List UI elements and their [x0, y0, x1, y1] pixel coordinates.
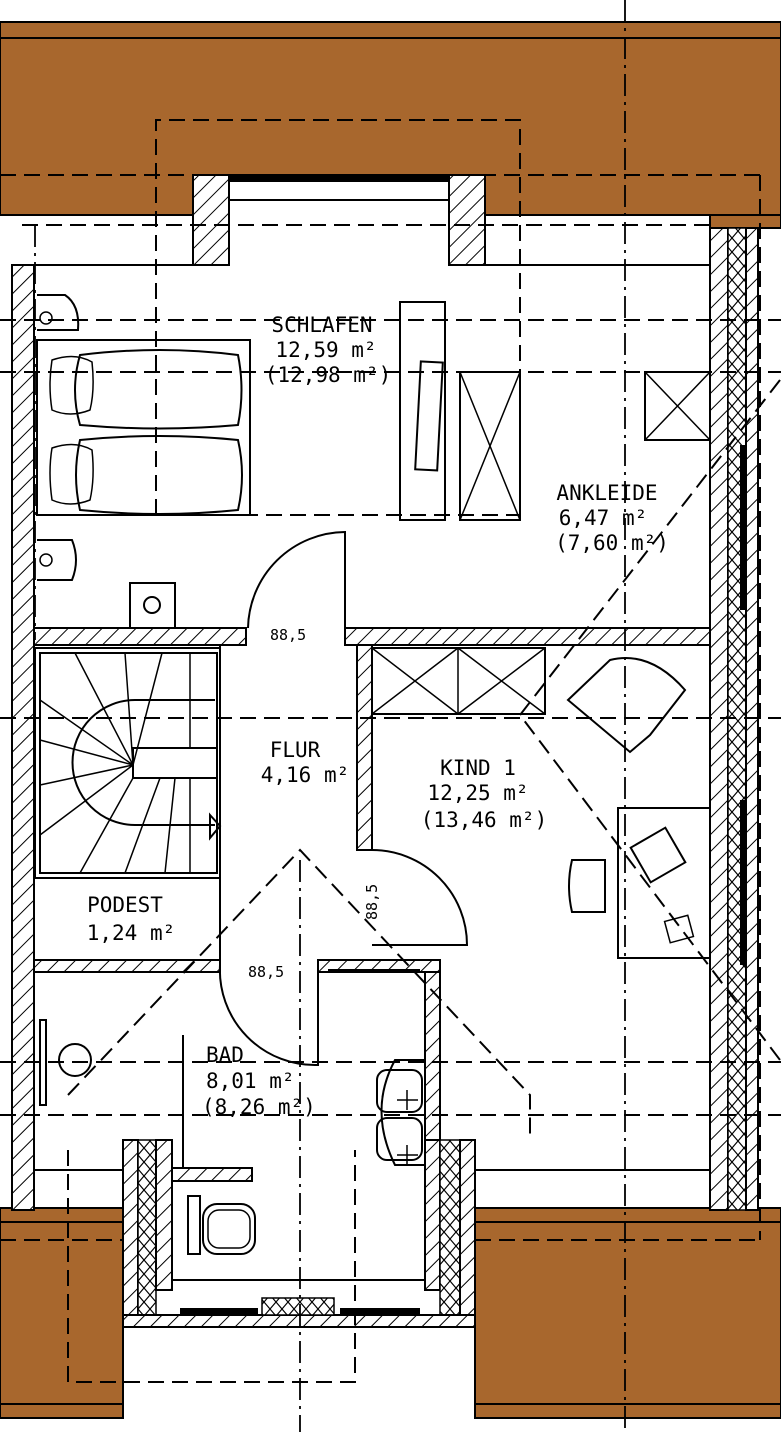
bathroom-fixtures	[39, 969, 425, 1255]
svg-text:SCHLAFEN: SCHLAFEN	[271, 313, 372, 337]
desk-and-chair	[566, 657, 711, 959]
room-label-kind-1: KIND 1 12,25 m² (13,46 m²)	[421, 756, 547, 832]
svg-text:8,01 m²: 8,01 m²	[206, 1069, 295, 1093]
chimney	[129, 582, 176, 629]
svg-text:1,24 m²: 1,24 m²	[87, 921, 176, 945]
svg-text:(7,60 m²): (7,60 m²)	[555, 531, 669, 555]
room-label-podest: PODEST 1,24 m²	[87, 893, 176, 945]
walls	[11, 174, 759, 1328]
svg-text:(13,46 m²): (13,46 m²)	[421, 808, 547, 832]
double-bed	[36, 294, 251, 581]
roof-bottom-right	[474, 1207, 781, 1419]
svg-text:4,16 m²: 4,16 m²	[261, 763, 350, 787]
roof-top	[0, 21, 781, 229]
svg-text:12,59 m²: 12,59 m²	[275, 338, 376, 362]
doors	[218, 530, 469, 1067]
room-label-ankleide: ANKLEIDE 6,47 m² (7,60 m²)	[555, 481, 669, 555]
door-width-bad: 88,5	[248, 963, 284, 981]
svg-text:KIND 1: KIND 1	[440, 756, 516, 780]
room-label-flur: FLUR 4,16 m²	[261, 738, 350, 787]
svg-text:FLUR: FLUR	[270, 738, 321, 762]
svg-text:12,25 m²: 12,25 m²	[427, 781, 528, 805]
svg-text:6,47 m²: 6,47 m²	[559, 506, 648, 530]
svg-text:(12,98 m²): (12,98 m²)	[265, 363, 391, 387]
wardrobe	[371, 301, 711, 715]
svg-text:PODEST: PODEST	[87, 893, 163, 917]
room-label-schlafen: SCHLAFEN 12,59 m² (12,98 m²)	[265, 313, 391, 387]
room-label-bad: BAD 8,01 m² (8,26 m²)	[202, 1043, 316, 1119]
staircase	[34, 647, 222, 879]
door-width-kind: 88,5	[363, 884, 381, 920]
svg-text:ANKLEIDE: ANKLEIDE	[556, 481, 657, 505]
door-width-schlafen: 88,5	[270, 626, 306, 644]
svg-text:(8,26 m²): (8,26 m²)	[202, 1095, 316, 1119]
svg-text:BAD: BAD	[206, 1043, 244, 1067]
